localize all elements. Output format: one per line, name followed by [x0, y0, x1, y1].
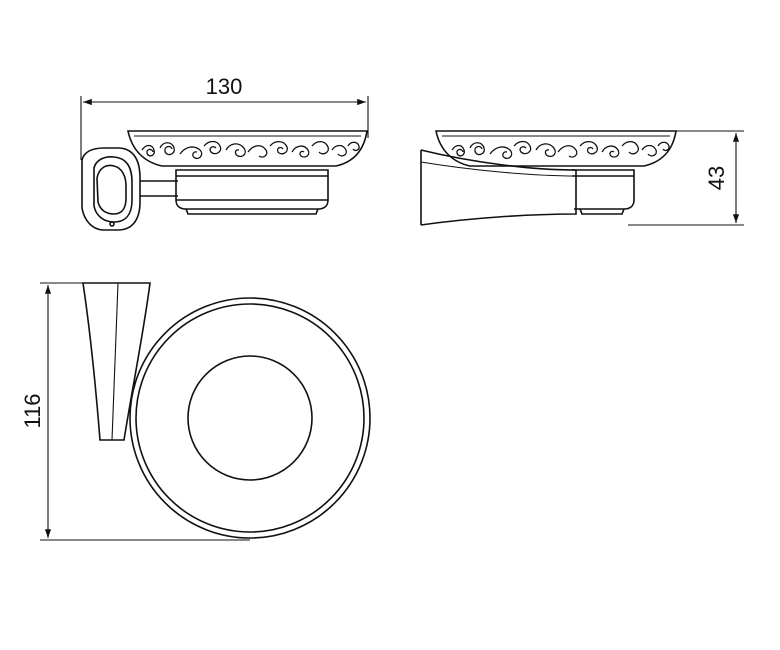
- side-dish-ornament: [451, 140, 670, 160]
- arm: [140, 180, 178, 197]
- side-holder-ring: [572, 169, 635, 215]
- side-view: 43: [420, 130, 744, 226]
- top-mount: [82, 282, 151, 441]
- front-view: 130: [80, 74, 369, 231]
- top-dish: [129, 297, 371, 539]
- holder-ring: [175, 169, 329, 215]
- side-bracket: [420, 149, 577, 226]
- depth-dimension: 116: [20, 282, 250, 541]
- dish-ornament: [141, 140, 360, 160]
- side-soap-dish: [435, 130, 677, 167]
- wall-mount: [81, 147, 141, 231]
- height-dimension: 43: [628, 130, 744, 226]
- depth-dimension-label: 116: [20, 393, 45, 428]
- top-view: 116: [20, 282, 371, 541]
- soap-dish: [127, 130, 368, 167]
- height-dimension-label: 43: [704, 166, 729, 190]
- width-dimension-label: 130: [206, 74, 243, 99]
- width-dimension: 130: [80, 74, 369, 160]
